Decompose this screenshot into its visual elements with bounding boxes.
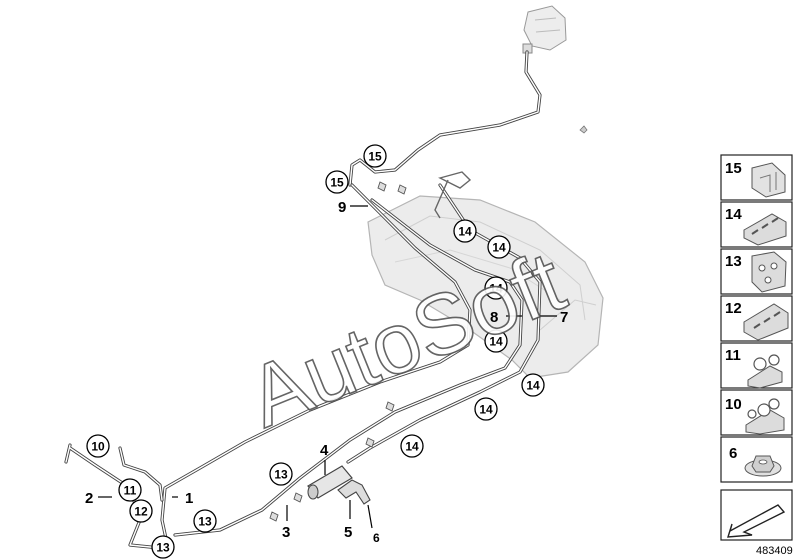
svg-text:13: 13 xyxy=(725,253,742,270)
bracket-icon xyxy=(337,479,371,505)
svg-text:12: 12 xyxy=(134,505,148,519)
label-item-7: 7 xyxy=(560,309,568,326)
leader-lines xyxy=(98,205,557,529)
svg-text:14: 14 xyxy=(725,206,742,223)
svg-text:10: 10 xyxy=(725,396,742,413)
callout-13b: 13 xyxy=(193,509,217,533)
svg-text:13: 13 xyxy=(198,515,212,529)
svg-text:13: 13 xyxy=(274,468,288,482)
fuel-filter-icon xyxy=(307,465,353,500)
svg-text:14: 14 xyxy=(405,440,419,454)
legend-item-13: 13 xyxy=(720,248,793,295)
label-item-2: 2 xyxy=(85,490,93,507)
callout-13a: 13 xyxy=(269,462,293,486)
label-item-5: 5 xyxy=(344,524,352,541)
callout-14a: 14 xyxy=(453,219,477,243)
svg-text:6: 6 xyxy=(729,445,737,462)
filler-neck-icon xyxy=(522,5,588,134)
label-item-8: 8 xyxy=(490,309,498,326)
svg-text:11: 11 xyxy=(124,484,137,498)
line-labels: 1 2 3 4 5 6 7 8 9 xyxy=(85,199,568,545)
parts-legend: 15 14 13 12 xyxy=(720,154,793,541)
callout-10: 10 xyxy=(86,434,110,458)
callout-12: 12 xyxy=(129,499,153,523)
callout-14f: 14 xyxy=(474,397,498,421)
callout-14d: 14 xyxy=(484,329,508,353)
svg-text:14: 14 xyxy=(492,241,506,255)
svg-text:12: 12 xyxy=(725,300,742,317)
legend-item-11: 11 xyxy=(720,342,793,389)
legend-item-6: 6 xyxy=(720,436,793,483)
svg-text:15: 15 xyxy=(725,160,742,177)
clip-13-icon xyxy=(751,251,787,293)
callout-14b: 14 xyxy=(487,235,511,259)
svg-text:15: 15 xyxy=(330,176,344,190)
svg-text:13: 13 xyxy=(156,541,170,555)
legend-item-12: 12 xyxy=(720,295,793,342)
label-item-6: 6 xyxy=(373,531,380,545)
svg-text:14: 14 xyxy=(489,282,503,296)
callout-11: 11 xyxy=(118,478,142,502)
callout-14c: 14 xyxy=(484,276,508,300)
clip-15-icon xyxy=(751,162,786,198)
legend-item-10: 10 xyxy=(720,389,793,436)
clip-14-icon xyxy=(743,213,787,246)
callout-14e: 14 xyxy=(521,373,545,397)
clip-11-icon xyxy=(747,354,783,389)
label-item-9: 9 xyxy=(338,199,346,216)
svg-text:14: 14 xyxy=(458,225,472,239)
nut-6-icon xyxy=(744,455,782,477)
callout-14g: 14 xyxy=(400,434,424,458)
legend-arrow xyxy=(720,489,793,541)
svg-text:14: 14 xyxy=(479,403,493,417)
legend-item-15: 15 xyxy=(720,154,793,201)
callout-13c: 13 xyxy=(151,535,175,559)
arrow-icon xyxy=(727,504,786,538)
svg-text:11: 11 xyxy=(725,347,741,364)
label-item-3: 3 xyxy=(282,524,290,541)
svg-text:14: 14 xyxy=(526,379,540,393)
callouts: 15 15 14 14 14 14 14 14 14 13 13 13 10 1… xyxy=(86,144,545,559)
svg-text:15: 15 xyxy=(368,150,382,164)
legend-item-14: 14 xyxy=(720,201,793,248)
callout-15a: 15 xyxy=(363,144,387,168)
label-item-4: 4 xyxy=(320,442,329,459)
svg-text:10: 10 xyxy=(91,440,105,454)
label-item-1: 1 xyxy=(185,490,193,507)
reference-number: 483409 xyxy=(756,545,793,557)
clip-10-icon xyxy=(745,398,785,435)
clip-12-icon xyxy=(743,303,789,341)
svg-text:14: 14 xyxy=(489,335,503,349)
callout-15b: 15 xyxy=(325,170,349,194)
